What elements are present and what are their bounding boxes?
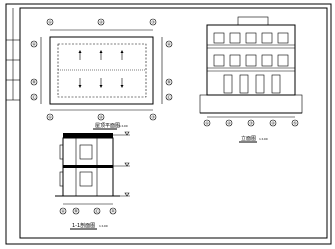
plan-axis-bottom: ① ② ③: [46, 113, 157, 121]
plan-axis-top-3: ③: [151, 19, 155, 24]
elevation-axis-1: ①: [205, 120, 209, 125]
section-level-marks: [113, 131, 130, 197]
elevation-axis-2: ②: [227, 120, 231, 125]
plan-outline: [49, 36, 154, 105]
elevation-view: ① ② ③ ④ ⑤ 立面图 1:100: [199, 16, 303, 143]
plan-axis-top: ① ② ③: [46, 18, 157, 26]
elevation-outline: [206, 24, 296, 96]
plan-axis-left: Ⓐ Ⓑ Ⓒ: [30, 40, 38, 101]
section-view-scale: 1:100: [99, 224, 108, 228]
plan-axis-bottom-2: ②: [99, 114, 103, 119]
elevation-middle-windows: [213, 54, 289, 67]
elevation-view-title: 立面图: [241, 135, 256, 142]
section-axis-4: Ⓓ: [111, 207, 115, 213]
sheet-border: [5, 3, 332, 245]
roof-drainage-arrows: [78, 50, 124, 88]
plan-axis-left-3: Ⓒ: [32, 93, 36, 99]
section-axis-3: Ⓒ: [95, 207, 99, 213]
left-title-strip: [6, 8, 20, 101]
plan-view-scale: 1:100: [119, 124, 128, 128]
elevation-axis-bottom: ① ② ③ ④ ⑤: [203, 119, 299, 127]
plan-axis-top-1: ①: [48, 19, 52, 24]
plan-axis-bottom-3: ③: [151, 114, 155, 119]
plan-view: ① ② ③ ① ② ③ Ⓐ Ⓑ Ⓒ Ⓐ Ⓑ Ⓒ 屋顶平面图 1:100: [30, 18, 173, 130]
elevation-axis-4: ④: [271, 120, 275, 125]
plan-view-title: 屋顶平面图: [95, 123, 120, 129]
elevation-axis-5: ⑤: [293, 120, 297, 125]
plan-parapet: [57, 43, 147, 98]
section-view-title: 1-1剖面图: [72, 222, 95, 229]
section-axis-1: Ⓐ: [61, 207, 65, 213]
sheet-inner-border: [19, 7, 328, 239]
section-view: Ⓐ Ⓑ Ⓒ Ⓓ 1-1剖面图 1:100: [55, 131, 130, 230]
plan-axis-top-2: ②: [99, 19, 103, 24]
plan-axis-right-1: Ⓐ: [167, 40, 171, 46]
plan-axis-right-2: Ⓑ: [167, 78, 171, 84]
section-axis-2: Ⓑ: [74, 207, 78, 213]
plan-axis-left-1: Ⓐ: [32, 40, 36, 46]
plan-axis-right-3: Ⓒ: [167, 93, 171, 99]
elevation-ground-doors: [223, 74, 281, 94]
elevation-view-scale: 1:100: [259, 137, 268, 141]
section-axis-bottom: Ⓐ Ⓑ Ⓒ Ⓓ: [59, 207, 117, 215]
plan-axis-right: Ⓐ Ⓑ Ⓒ: [165, 40, 173, 101]
elevation-upper-windows: [213, 32, 289, 44]
elevation-axis-3: ③: [249, 120, 253, 125]
plan-axis-bottom-1: ①: [48, 114, 52, 119]
plan-axis-left-2: Ⓑ: [32, 78, 36, 84]
